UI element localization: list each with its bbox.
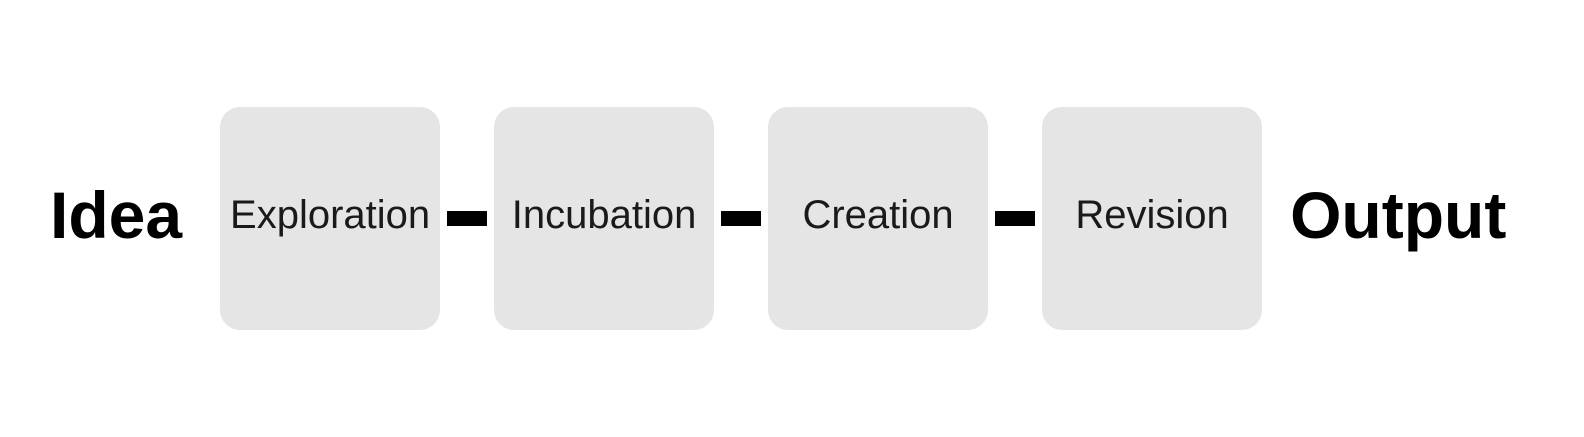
connector-bar-icon <box>995 211 1036 226</box>
stage-box-creation: Creation <box>768 107 989 330</box>
stage-label: Incubation <box>511 192 697 237</box>
output-endpoint-label: Output <box>1290 177 1507 252</box>
stage-label: Revision <box>1075 192 1229 237</box>
stage-box-revision: Revision <box>1042 107 1263 330</box>
stage-label: Exploration <box>230 192 431 237</box>
connector-bar-icon <box>721 211 762 226</box>
connector-bar-icon <box>447 211 488 226</box>
stage-box-exploration: Exploration <box>220 107 441 330</box>
stage-box-incubation: Incubation <box>494 107 715 330</box>
stage-label: Creation <box>802 192 954 237</box>
input-endpoint-label: Idea <box>50 177 183 252</box>
